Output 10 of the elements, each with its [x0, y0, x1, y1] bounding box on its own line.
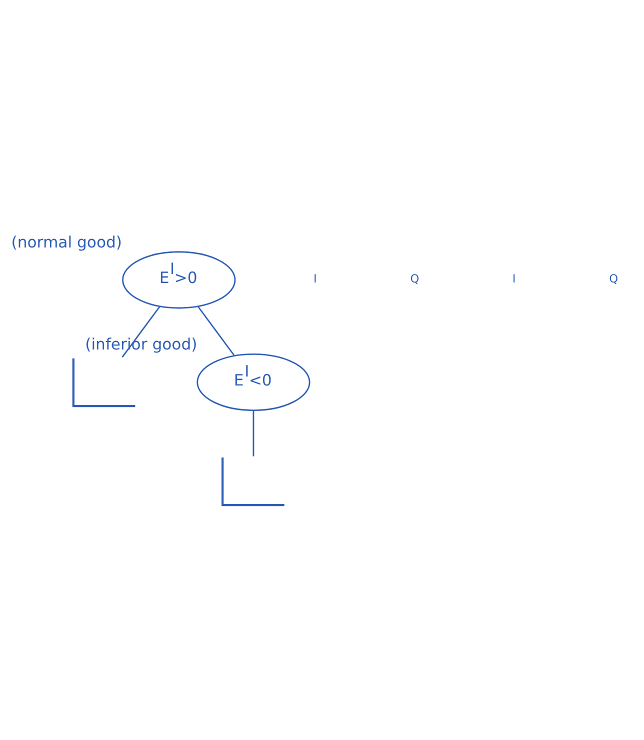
connector — [197, 305, 235, 356]
node-label: (normal good) — [11, 232, 122, 251]
label: Q — [609, 271, 618, 286]
connector — [122, 305, 160, 358]
label: I — [314, 271, 317, 286]
node-picture — [72, 358, 136, 407]
label: I — [512, 271, 516, 286]
connector — [252, 410, 254, 456]
label: Q — [410, 271, 420, 286]
node-picture — [222, 457, 284, 506]
